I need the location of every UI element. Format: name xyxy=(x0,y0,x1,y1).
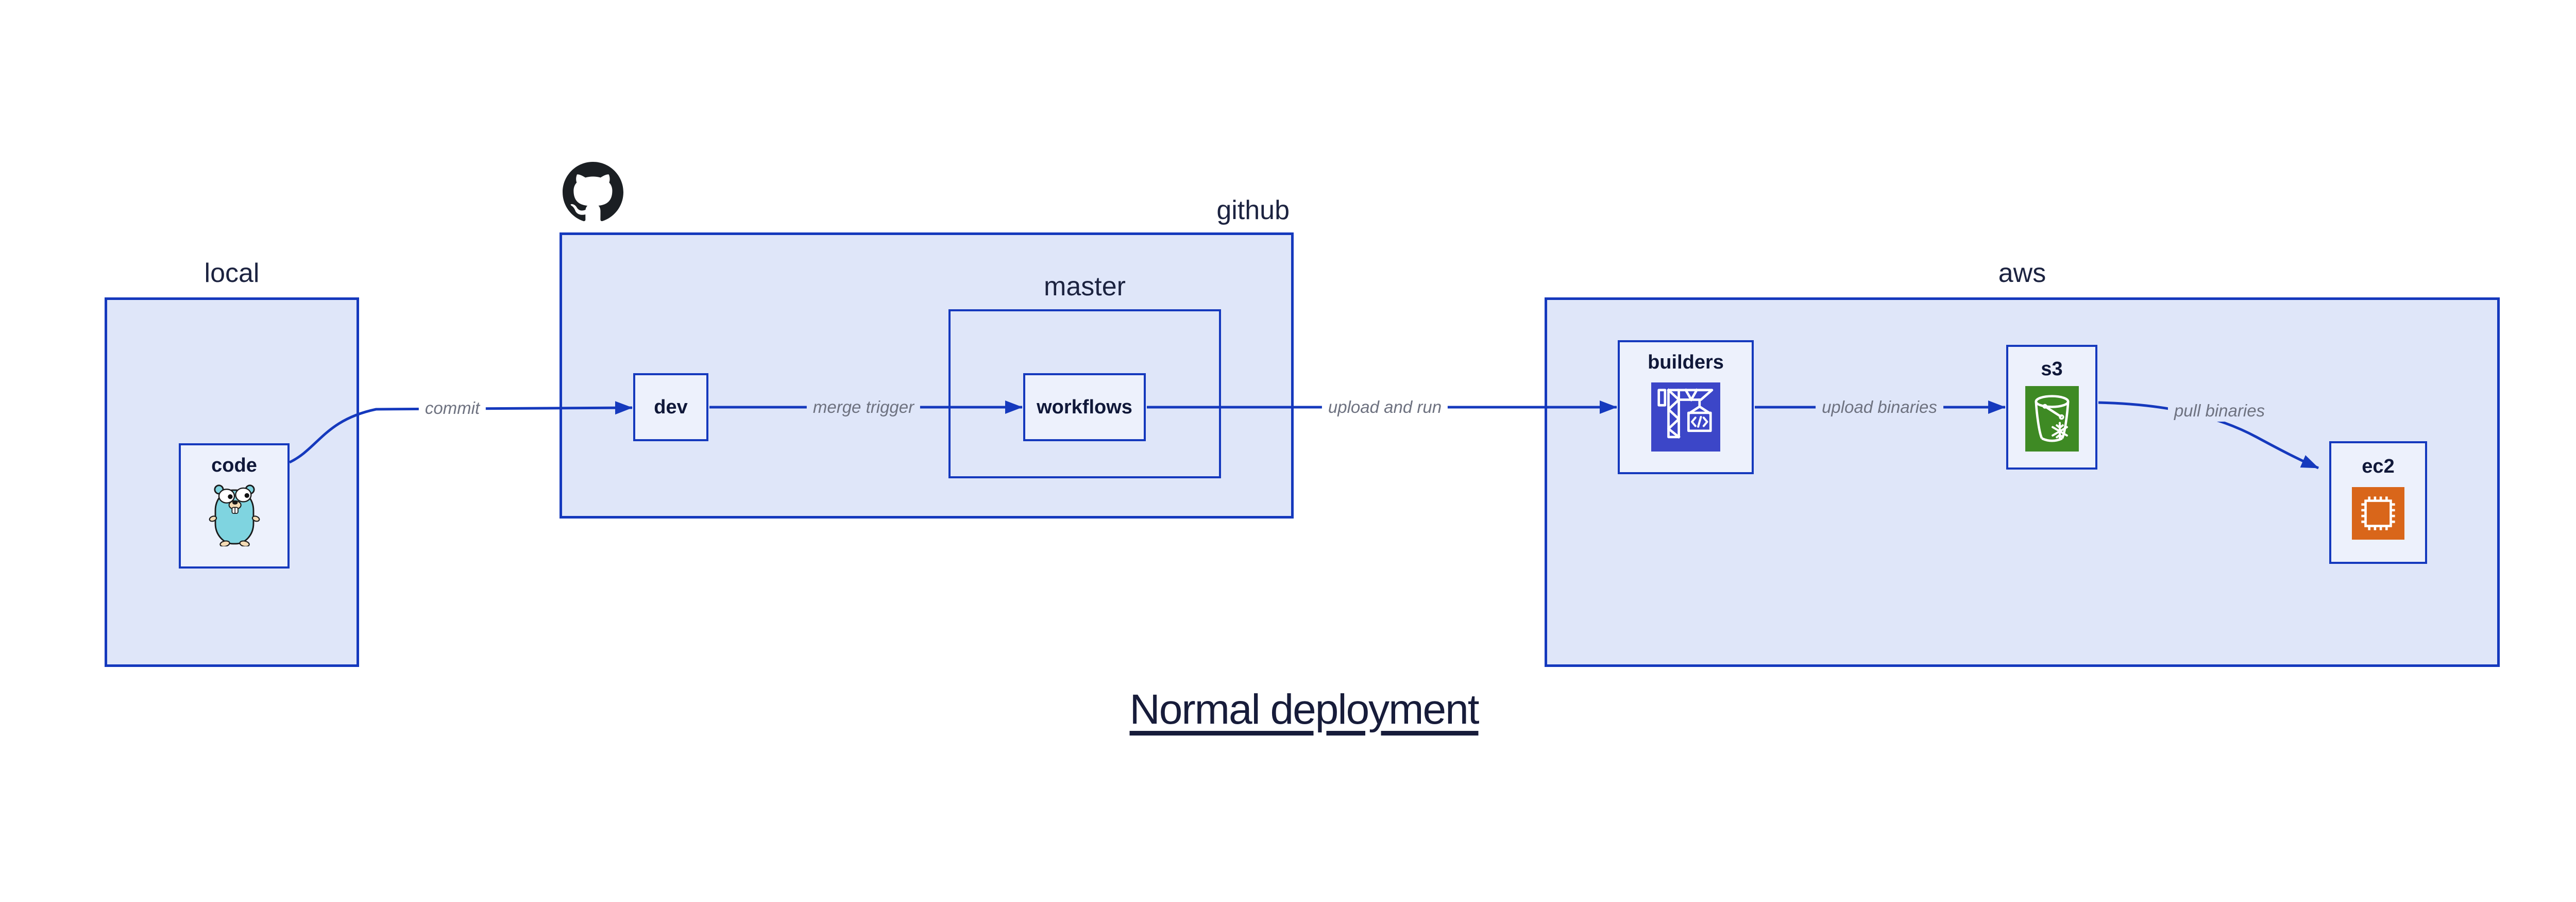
edge-label-upload-binaries: upload binaries xyxy=(1816,396,1943,418)
node-builders: builders xyxy=(1618,340,1754,474)
node-builders-label: builders xyxy=(1648,352,1724,373)
node-s3: s3 xyxy=(2006,345,2097,470)
node-workflows-label: workflows xyxy=(1037,396,1132,418)
github-octocat-icon xyxy=(563,162,623,222)
edge-label-upload-and-run: upload and run xyxy=(1321,396,1448,418)
node-s3-label: s3 xyxy=(2041,358,2063,380)
codebuild-crane-icon xyxy=(1651,382,1720,452)
node-code: code xyxy=(179,443,290,569)
group-label-local: local xyxy=(204,258,260,288)
diagram-title: Normal deployment xyxy=(1129,686,1480,733)
s3-bucket-icon xyxy=(2025,386,2079,452)
edge-label-commit: commit xyxy=(418,397,486,419)
go-gopher-icon xyxy=(209,485,260,546)
node-dev: dev xyxy=(633,373,708,441)
edge-label-merge-trigger: merge trigger xyxy=(806,396,921,418)
group-label-github: github xyxy=(1216,195,1290,225)
node-dev-label: dev xyxy=(654,396,688,418)
node-ec2: ec2 xyxy=(2329,441,2427,564)
group-label-aws: aws xyxy=(1998,258,2046,288)
node-code-label: code xyxy=(211,455,257,476)
edge-label-pull-binaries: pull binaries xyxy=(2167,400,2272,422)
ec2-chip-icon xyxy=(2352,487,2404,540)
node-workflows: workflows xyxy=(1023,373,1146,441)
node-ec2-label: ec2 xyxy=(2362,456,2395,477)
group-label-master: master xyxy=(1044,272,1126,302)
